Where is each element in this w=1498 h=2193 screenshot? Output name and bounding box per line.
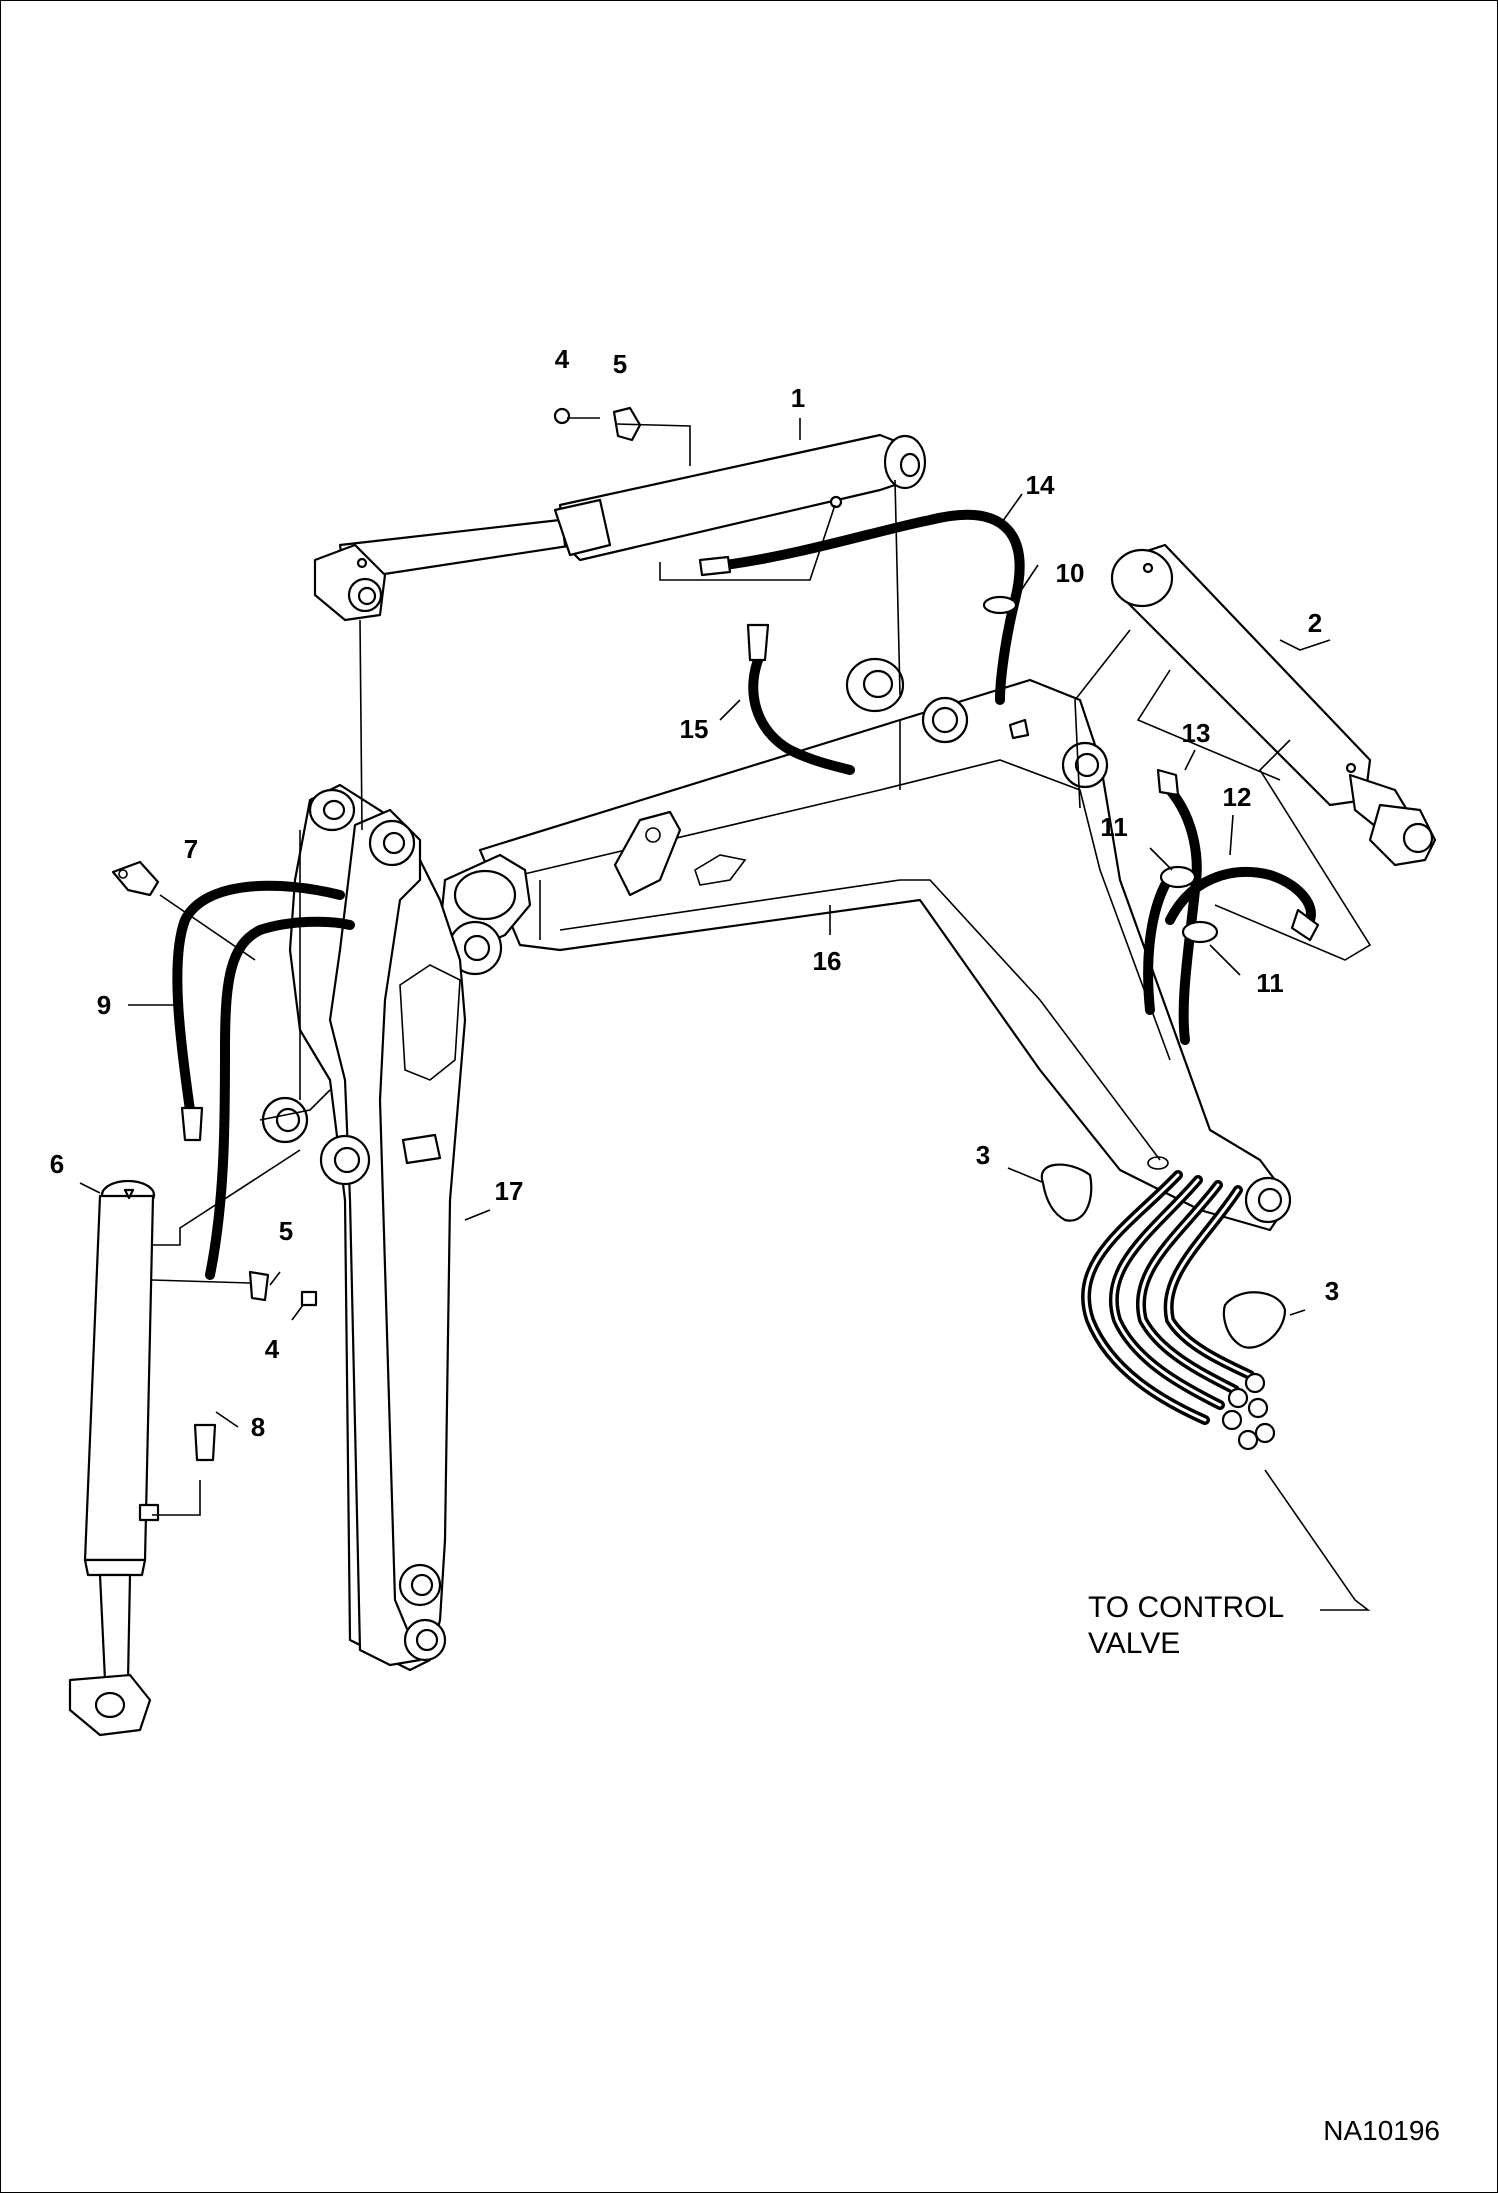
callout-16: 16 <box>813 946 842 976</box>
figure-reference: NA10196 <box>1323 2115 1440 2146</box>
cylinder-part-1 <box>313 433 927 622</box>
hose-part-14 <box>698 509 1025 705</box>
callout-5-top: 5 <box>613 349 627 379</box>
boom-part-16 <box>438 657 1292 1232</box>
callout-1: 1 <box>791 383 805 413</box>
leader-lines <box>79 417 1372 1611</box>
callout-3-upper: 3 <box>976 1140 990 1170</box>
callout-7: 7 <box>184 834 198 864</box>
callout-6: 6 <box>50 1149 64 1179</box>
nut-part-4-top <box>553 407 571 425</box>
callout-labels: 1 2 3 3 4 4 5 5 6 7 8 9 10 11 11 12 13 1… <box>50 344 1339 1442</box>
cylinder-part-2 <box>1110 543 1437 867</box>
control-valve-note-line2: VALVE <box>1088 1627 1180 1660</box>
callout-12: 12 <box>1223 782 1252 812</box>
callout-15: 15 <box>680 714 709 744</box>
hose-clip-part-3-upper <box>1040 1163 1093 1222</box>
callout-4-top: 4 <box>555 344 570 374</box>
callout-5-lower: 5 <box>279 1216 293 1246</box>
callout-10: 10 <box>1056 558 1085 588</box>
grommet-part-11-upper <box>1159 865 1197 889</box>
fitting-part-7 <box>111 860 160 897</box>
grommet-part-10 <box>982 595 1018 615</box>
control-valve-note-line1: TO CONTROL <box>1088 1591 1284 1624</box>
hose-bundle-to-control-valve <box>1081 1170 1276 1451</box>
callout-8: 8 <box>251 1412 265 1442</box>
grommet-part-11-lower <box>1181 920 1219 944</box>
hose-part-9 <box>172 880 355 1280</box>
callout-13: 13 <box>1182 718 1211 748</box>
clamp-part-5-lower <box>248 1270 270 1302</box>
callout-11-upper: 11 <box>1100 812 1128 842</box>
callout-9: 9 <box>97 990 111 1020</box>
callout-11-lower: 11 <box>1256 968 1284 998</box>
cylinder-part-6 <box>68 1179 160 1737</box>
callout-14: 14 <box>1026 470 1055 500</box>
hose-part-13 <box>1143 768 1202 1045</box>
arm-part-17 <box>259 783 467 1672</box>
callout-4-lower: 4 <box>265 1334 280 1364</box>
callout-17: 17 <box>495 1176 524 1206</box>
hose-part-8 <box>193 1423 217 1462</box>
hose-part-15 <box>746 623 855 775</box>
nut-part-4-lower <box>300 1290 318 1307</box>
callout-2: 2 <box>1308 608 1322 638</box>
callout-3-lower: 3 <box>1325 1276 1339 1306</box>
hose-clip-part-3-lower <box>1222 1291 1287 1349</box>
